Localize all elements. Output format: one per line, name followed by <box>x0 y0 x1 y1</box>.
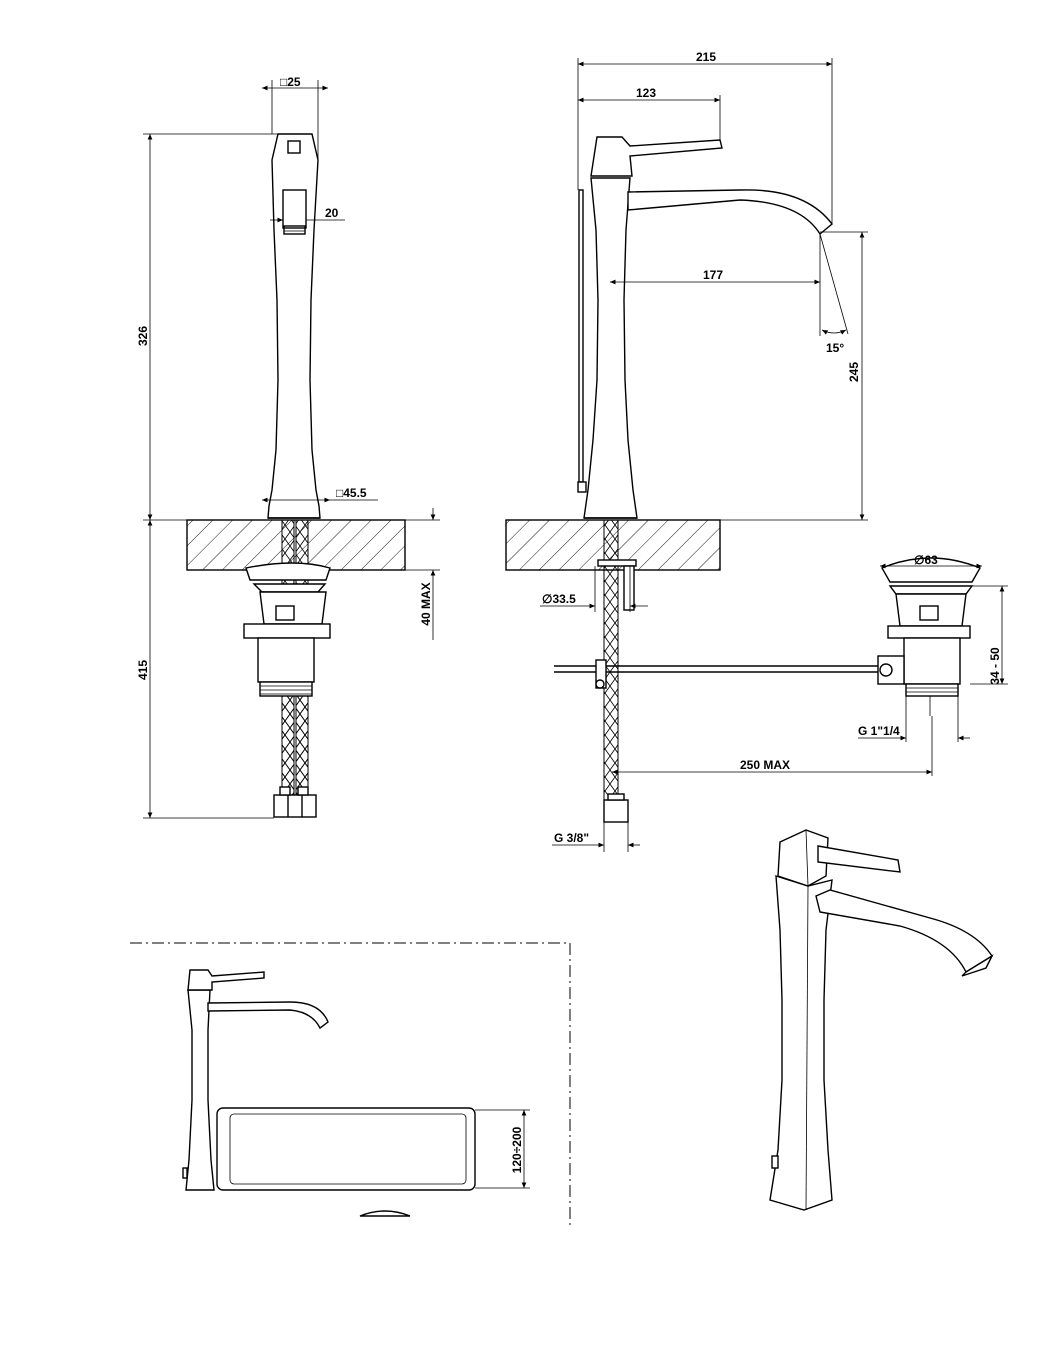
dim-supply-thread: G 3/8" <box>554 831 589 845</box>
dim-counter-max: 40 MAX <box>419 582 433 625</box>
side-supply-nut <box>603 799 629 823</box>
dim-below-counter: 415 <box>136 660 150 680</box>
dim-handle-reach: 123 <box>636 86 656 100</box>
schematic-basin <box>216 1107 476 1191</box>
installation-schematic: 120÷200 <box>130 942 571 1228</box>
perspective-view <box>769 829 994 1211</box>
dim-spout-reach: 177 <box>703 268 723 282</box>
side-lift-rod <box>578 189 584 483</box>
front-view: □25 20 326 □45.5 415 40 MAX <box>136 75 440 819</box>
front-waste-drain <box>243 562 331 697</box>
dim-top-square: □25 <box>280 75 301 89</box>
schematic-faucet <box>185 989 215 1191</box>
side-faucet-body <box>583 177 638 519</box>
front-hose-nuts <box>273 794 317 818</box>
dim-waste-range: 34 - 50 <box>988 647 1002 685</box>
dim-rod-max: 250 MAX <box>740 758 790 772</box>
dim-basin-height: 120÷200 <box>510 1126 524 1173</box>
dim-hole-diameter: ∅33.5 <box>542 592 576 606</box>
perspective-faucet-body <box>769 875 833 1211</box>
side-waste-drain <box>877 557 982 716</box>
side-lever-handle <box>590 136 723 177</box>
dim-spout-height: 245 <box>847 362 861 382</box>
dim-waste-thread: G 1"1/4 <box>858 724 900 738</box>
dim-total-height: 326 <box>136 326 150 346</box>
dim-overall-length: 215 <box>696 50 716 64</box>
dim-handle-width: 20 <box>325 206 339 220</box>
side-spout <box>627 189 833 236</box>
dim-waste-diameter: ∅63 <box>914 553 938 567</box>
side-view: 215 123 177 15° 245 ∅33.5 ∅63 34 - 50 <box>505 50 1008 852</box>
dim-base-square: □45.5 <box>336 486 367 500</box>
front-faucet-body <box>267 133 321 519</box>
dim-angle: 15° <box>826 341 844 355</box>
